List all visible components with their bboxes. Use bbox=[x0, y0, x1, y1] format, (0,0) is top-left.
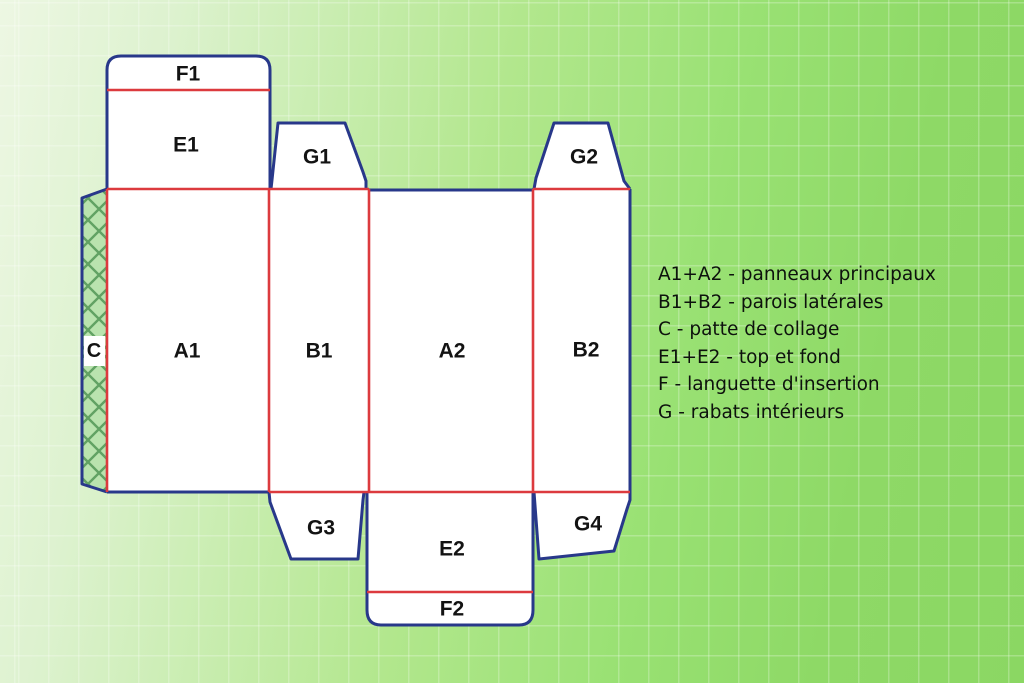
legend-item-b-walls: B1+B2 - parois latérales bbox=[658, 291, 884, 313]
label-g2: G2 bbox=[570, 146, 598, 169]
legend-item-a-panels: A1+A2 - panneaux principaux bbox=[658, 264, 936, 285]
legend-item-f-tongue: F - languette d'insertion bbox=[658, 374, 880, 395]
label-b1: B1 bbox=[306, 340, 333, 363]
legend-item-e-topbot: E1+E2 - top et fond bbox=[658, 346, 841, 368]
label-g1: G1 bbox=[303, 146, 331, 169]
label-a2: A2 bbox=[439, 340, 466, 363]
inner-flap-g3 bbox=[267, 491, 366, 561]
label-b2: B2 bbox=[573, 339, 600, 362]
label-c: C bbox=[87, 340, 101, 362]
label-g4: G4 bbox=[574, 513, 602, 536]
inner-flap-g4 bbox=[532, 491, 632, 561]
label-e2: E2 bbox=[439, 538, 465, 561]
legend: A1+A2 - panneaux principaux B1+B2 - paro… bbox=[658, 261, 936, 426]
label-e1: E1 bbox=[173, 134, 199, 157]
panel-labels-group: F1 E1 G1 G2 C A1 B1 A2 B2 G3 E2 F2 G4 bbox=[87, 63, 603, 621]
glue-flap-label-chip bbox=[84, 336, 105, 366]
inner-flap-g2 bbox=[532, 121, 632, 190]
inner-flap-g1 bbox=[269, 121, 368, 190]
label-f1: F1 bbox=[176, 63, 201, 86]
label-g3: G3 bbox=[307, 517, 335, 540]
legend-item-g-flaps: G - rabats intérieurs bbox=[658, 401, 845, 423]
label-a1: A1 bbox=[174, 340, 201, 363]
legend-item-c-glue: C - patte de collage bbox=[658, 319, 840, 340]
label-f2: F2 bbox=[440, 598, 465, 621]
fold-lines-group bbox=[105, 88, 630, 594]
